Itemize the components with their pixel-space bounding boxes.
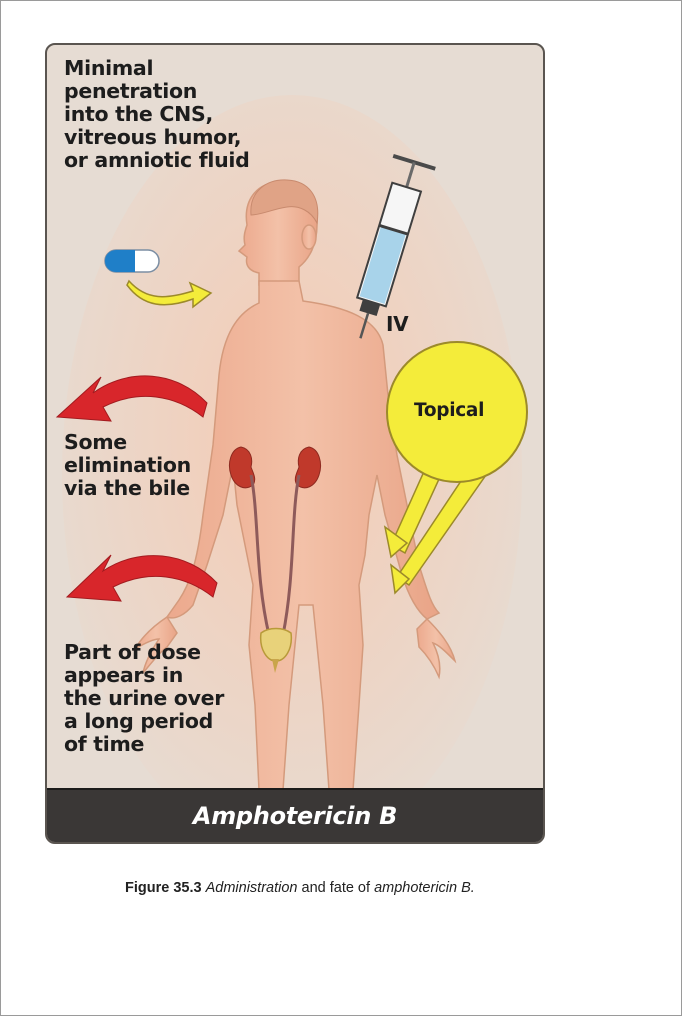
figure-panel: Minimal penetration into the CNS, vitreo… bbox=[45, 43, 545, 844]
caption-part-3: amphotericin B. bbox=[374, 880, 475, 896]
figure-title: Amphotericin B bbox=[193, 802, 397, 830]
figure-caption: Figure 35.3 Administration and fate of a… bbox=[125, 880, 475, 896]
oral-capsule-icon bbox=[105, 250, 159, 272]
caption-part-2: and fate of bbox=[302, 880, 371, 896]
figure-number: Figure 35.3 bbox=[125, 880, 202, 896]
topical-label: Topical bbox=[414, 399, 484, 422]
bile-elimination-label: Some elimination via the bile bbox=[64, 431, 264, 500]
penetration-label: Minimal penetration into the CNS, vitreo… bbox=[64, 57, 364, 172]
iv-label: IV bbox=[386, 313, 408, 336]
figure-title-bar: Amphotericin B bbox=[47, 788, 543, 842]
caption-part-1: Administration bbox=[206, 880, 298, 896]
urine-elimination-label: Part of dose appears in the urine over a… bbox=[64, 641, 284, 756]
